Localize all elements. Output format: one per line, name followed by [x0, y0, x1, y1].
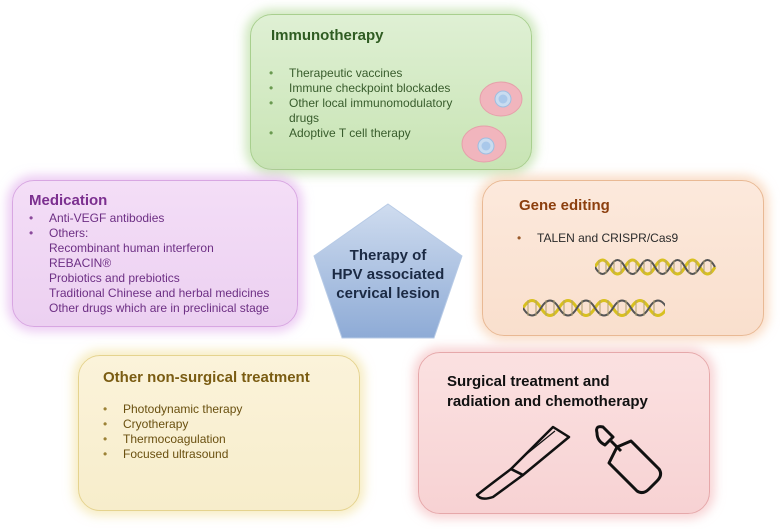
cell-icon — [479, 81, 523, 117]
list-item: Others: — [27, 226, 302, 241]
dna-helix-icon — [595, 258, 717, 276]
immunotherapy-box: Immunotherapy Therapeutic vaccines Immun… — [250, 14, 532, 170]
surgical-title-line: Surgical treatment and — [447, 373, 610, 390]
list-item: Adoptive T cell therapy — [267, 126, 507, 141]
medication-box: Medication Anti-VEGF antibodies Others: … — [12, 180, 298, 327]
cell-icon — [461, 125, 507, 163]
medication-list: Anti-VEGF antibodies Others: Recombinant… — [27, 211, 302, 316]
surgical-box: Surgical treatment and radiation and che… — [418, 352, 710, 514]
list-item: TALEN and CRISPR/Cas9 — [515, 231, 745, 246]
list-item: Cryotherapy — [101, 417, 341, 432]
gene-editing-box: Gene editing TALEN and CRISPR/Cas9 — [482, 180, 764, 336]
list-item-continuation: drugs — [289, 111, 320, 125]
ampoule-icon — [595, 425, 663, 495]
list-item: Thermocoagulation — [101, 432, 341, 447]
list-item: Immune checkpoint blockades — [267, 81, 507, 96]
other-non-surgical-list: Photodynamic therapy Cryotherapy Thermoc… — [101, 402, 341, 462]
list-item: Therapeutic vaccines — [267, 66, 507, 81]
surgical-title-line: radiation and chemotherapy — [447, 393, 648, 410]
list-sub-item: REBACIN® — [49, 256, 112, 270]
surgical-title: Surgical treatment and radiation and che… — [447, 372, 648, 412]
list-sub-item: Recombinant human interferon — [49, 241, 214, 255]
immunotherapy-title: Immunotherapy — [271, 27, 384, 44]
center-pentagon — [313, 203, 463, 339]
medication-title: Medication — [29, 192, 108, 209]
center-label-line: Therapy of — [349, 247, 427, 264]
gene-editing-title: Gene editing — [519, 197, 610, 214]
gene-editing-list: TALEN and CRISPR/Cas9 — [515, 231, 745, 246]
list-item: Focused ultrasound — [101, 447, 341, 462]
list-sub-item: Traditional Chinese and herbal medicines — [49, 286, 270, 300]
center-label: Therapy of HPV associated cervical lesio… — [312, 246, 464, 303]
list-item: Other local immunomodulatory — [267, 96, 507, 111]
list-item: Anti-VEGF antibodies — [27, 211, 302, 226]
list-sub-item: Other drugs which are in preclinical sta… — [49, 301, 270, 315]
immunotherapy-list: Therapeutic vaccines Immune checkpoint b… — [267, 66, 507, 141]
dna-helix-icon — [523, 299, 665, 317]
scalpel-icon — [475, 425, 571, 500]
center-label-line: cervical lesion — [336, 285, 440, 302]
other-non-surgical-box: Other non-surgical treatment Photodynami… — [78, 355, 360, 511]
list-sub-item: Probiotics and prebiotics — [49, 271, 180, 285]
list-item: Photodynamic therapy — [101, 402, 341, 417]
center-label-line: HPV associated — [331, 266, 445, 283]
other-non-surgical-title: Other non-surgical treatment — [103, 369, 310, 386]
